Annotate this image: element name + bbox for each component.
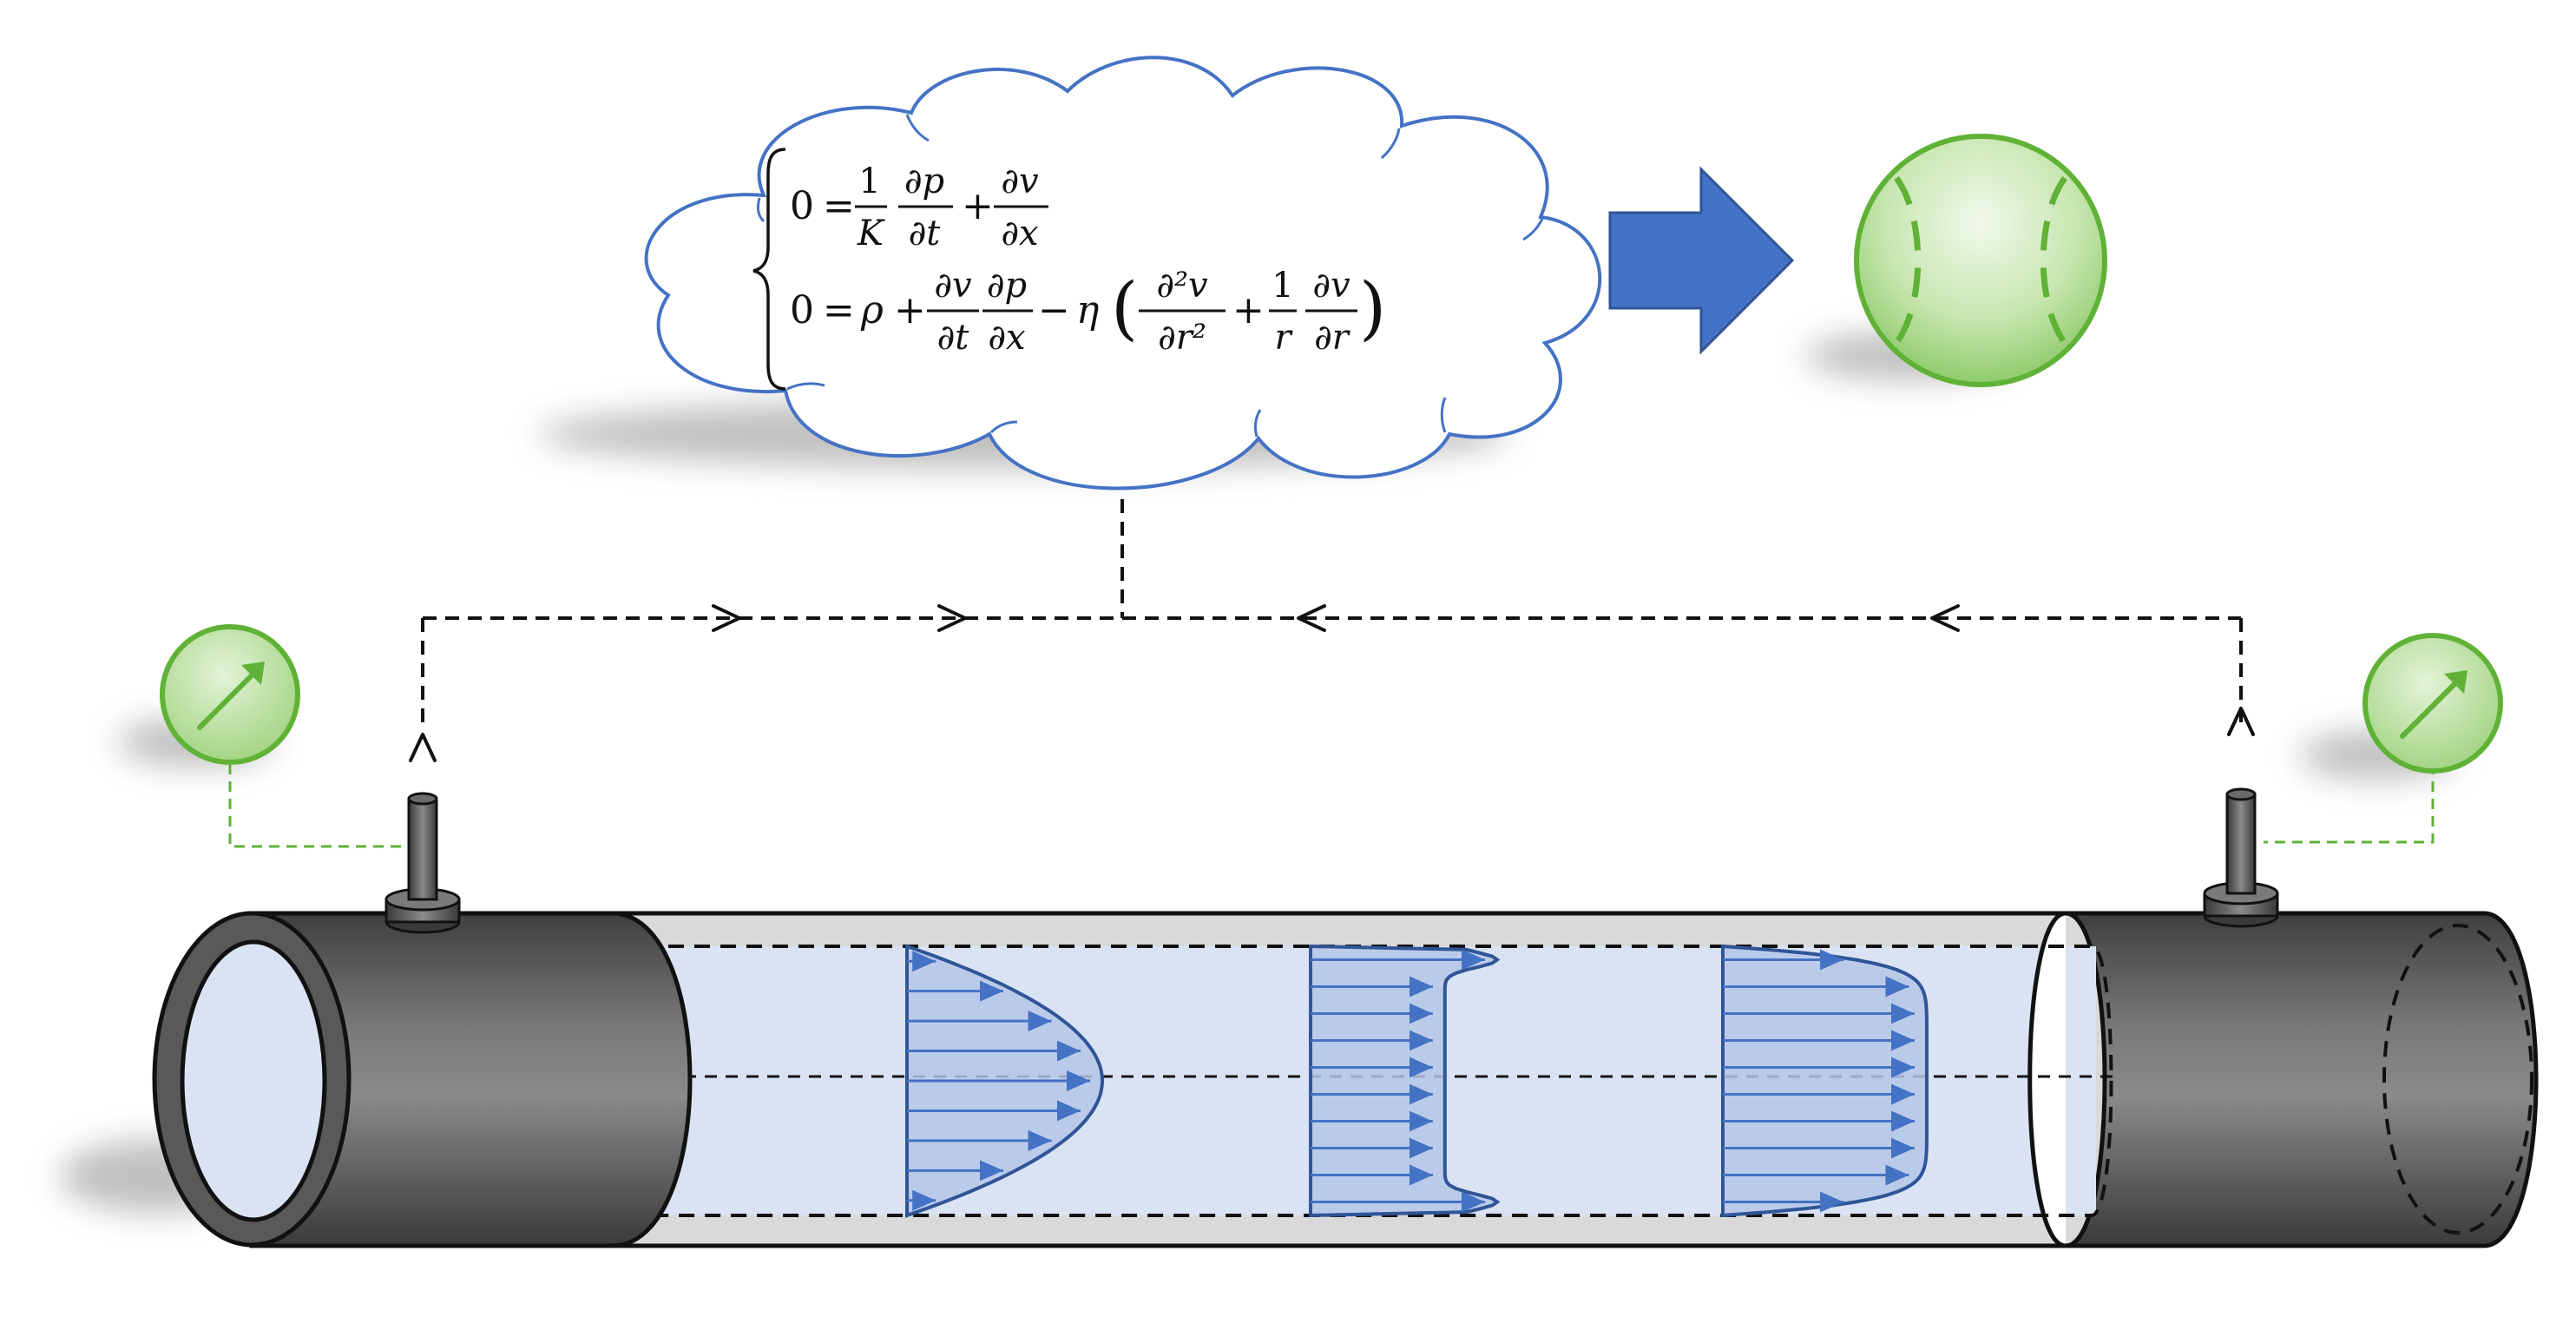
eq2-frac2-num: ∂p bbox=[987, 266, 1027, 306]
eq1-frac1-num: 1 bbox=[858, 161, 880, 201]
sphere-icon bbox=[1854, 134, 2107, 387]
eq1-plus: + bbox=[962, 184, 994, 228]
eq1-equals: = bbox=[823, 184, 855, 228]
pipe-left-section bbox=[249, 911, 693, 1248]
eq2-rho: ρ bbox=[860, 288, 884, 332]
left-sensor-port bbox=[384, 792, 461, 934]
eq2-eta: η bbox=[1076, 288, 1099, 332]
eq2-frac1-den: ∂t bbox=[937, 318, 970, 358]
right-gauge bbox=[2362, 633, 2503, 774]
eq2-frac2-den: ∂x bbox=[988, 318, 1025, 358]
signal-lines bbox=[421, 499, 2243, 729]
right-sensor-port bbox=[2203, 787, 2279, 928]
eq1-frac3-num: ∂v bbox=[1001, 161, 1039, 201]
eq2-lparen: ( bbox=[1111, 267, 1138, 348]
eq1-frac1-den: K bbox=[857, 214, 885, 253]
equation-line-1: 0 = 1 K ∂p ∂t + ∂v ∂x bbox=[790, 161, 1048, 253]
sensor-wires bbox=[228, 764, 2435, 848]
eq2-frac4-num: 1 bbox=[1272, 266, 1293, 306]
eq2-frac3-num: ∂²v bbox=[1156, 266, 1208, 306]
eq1-frac3-den: ∂x bbox=[1001, 214, 1038, 253]
eq1-lhs: 0 bbox=[790, 184, 814, 228]
eq2-frac3-den: ∂r² bbox=[1158, 318, 1206, 358]
equation-cloud: 0 = 1 K ∂p ∂t + ∂v ∂x 0 = ρ + ∂v ∂t ∂p ∂… bbox=[644, 56, 1602, 491]
pipe-right-section bbox=[2063, 911, 2539, 1248]
left-gauge bbox=[160, 624, 300, 765]
equation-line-2: 0 = ρ + ∂v ∂t ∂p ∂x − η ( ∂²v ∂r² + 1 r … bbox=[790, 266, 1386, 358]
velocity-profile-parabolic bbox=[905, 944, 1105, 1218]
velocity-profiles bbox=[905, 944, 1929, 1218]
pressure-gauge-icon bbox=[2362, 633, 2503, 774]
eq2-equals: = bbox=[823, 288, 855, 332]
eq2-frac1-num: ∂v bbox=[934, 266, 972, 306]
velocity-profile-m-shaped bbox=[1309, 944, 1501, 1218]
eq2-frac4-den: r bbox=[1274, 318, 1293, 358]
eq1-frac2-den: ∂t bbox=[909, 214, 942, 253]
eq2-lhs: 0 bbox=[790, 288, 814, 332]
eq2-frac5-den: ∂r bbox=[1314, 318, 1351, 358]
eq1-frac2-num: ∂p bbox=[904, 161, 944, 201]
velocity-profile-flat bbox=[1721, 944, 1929, 1218]
pressure-gauge-icon bbox=[160, 624, 300, 765]
eq2-plus1: + bbox=[894, 288, 926, 332]
eq2-plus2: + bbox=[1232, 288, 1265, 332]
system-brace bbox=[752, 148, 786, 391]
right-arrow-icon bbox=[1608, 166, 1795, 355]
cloud-shape bbox=[644, 56, 1602, 491]
eq2-rparen: ) bbox=[1359, 267, 1386, 348]
eq2-minus: − bbox=[1038, 288, 1070, 332]
signal-arrowheads bbox=[409, 604, 2255, 762]
eq2-frac5-num: ∂v bbox=[1312, 266, 1350, 306]
